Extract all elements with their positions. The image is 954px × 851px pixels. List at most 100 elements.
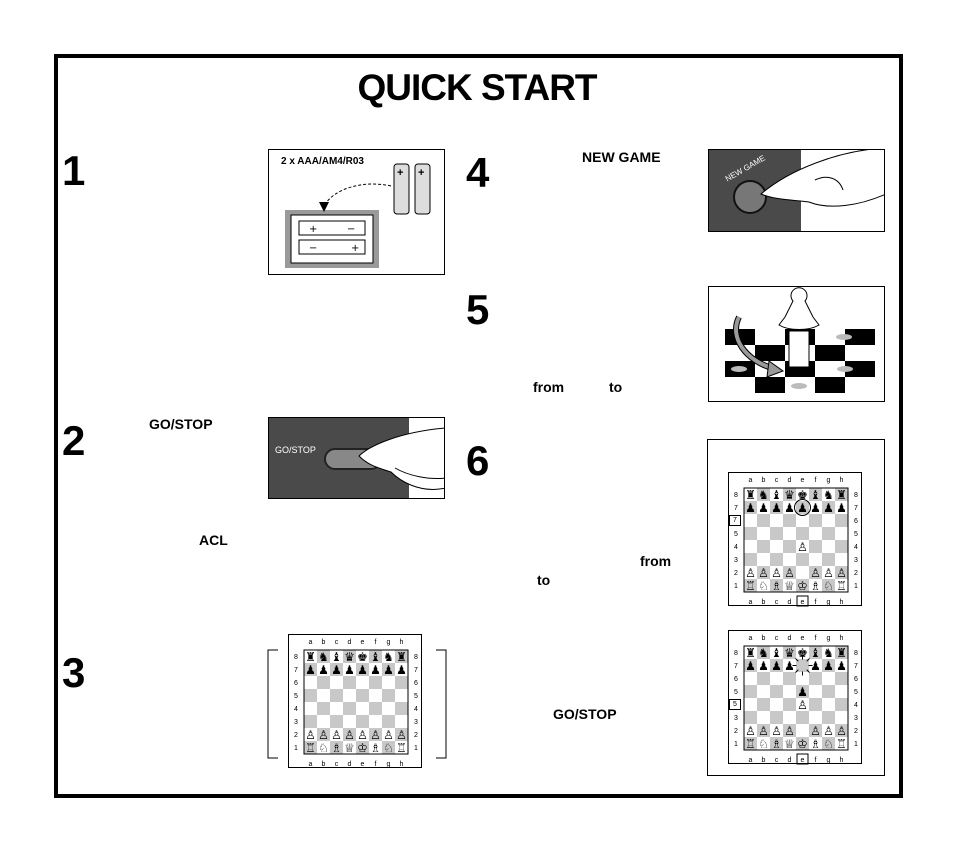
chess-piece: ♖ xyxy=(836,737,847,751)
board-square xyxy=(783,685,796,698)
file-label: h xyxy=(840,757,844,764)
board-square xyxy=(822,659,835,672)
board-square xyxy=(809,514,822,527)
chess-piece: ♔ xyxy=(797,737,808,751)
rank-label: 2 xyxy=(734,728,738,735)
move-ray xyxy=(795,669,799,673)
new-game-button[interactable] xyxy=(733,180,767,214)
finger-press-icon xyxy=(358,427,444,490)
file-label: d xyxy=(348,639,352,646)
board-square xyxy=(317,650,330,663)
chess-piece: ♞ xyxy=(758,488,769,502)
board-square xyxy=(796,514,809,527)
chess-piece: ♘ xyxy=(758,737,769,751)
board-square xyxy=(382,728,395,741)
board-square xyxy=(796,527,809,540)
step-6-number: 6 xyxy=(466,437,490,484)
board-border xyxy=(743,487,849,593)
board-square xyxy=(343,650,356,663)
board-square xyxy=(809,659,822,672)
board-square xyxy=(783,540,796,553)
board-square xyxy=(744,501,757,514)
chess-piece: ♙ xyxy=(823,566,834,580)
board-square xyxy=(304,715,317,728)
file-label: f xyxy=(375,761,377,768)
rank-label: 3 xyxy=(854,557,858,564)
svg-text:+: + xyxy=(418,167,424,179)
board-square xyxy=(317,676,330,689)
board-square xyxy=(356,676,369,689)
page-title: QUICK START xyxy=(357,67,597,108)
board-square xyxy=(744,672,757,685)
board-square xyxy=(343,676,356,689)
rank-label: 6 xyxy=(854,676,858,683)
chess-piece: ♟ xyxy=(396,663,407,677)
board-square xyxy=(783,514,796,527)
chessboard-svg: aabbccddeeffgghh8877665544332211♜♞♝♛♚♝♞♜… xyxy=(734,635,858,765)
chess-piece: ♙ xyxy=(771,566,782,580)
chess-piece: ♘ xyxy=(823,737,834,751)
chess-piece: ♕ xyxy=(784,579,795,593)
chess-piece: ♗ xyxy=(370,741,381,755)
board-square xyxy=(809,501,822,514)
chess-piece: ♜ xyxy=(305,650,316,664)
rank-label: 7 xyxy=(734,663,738,670)
board-square xyxy=(343,728,356,741)
board-square xyxy=(796,685,809,698)
chess-piece: ♟ xyxy=(823,659,834,673)
board-square xyxy=(796,698,809,711)
file-label: c xyxy=(335,639,339,646)
board-square xyxy=(356,715,369,728)
file-label: h xyxy=(840,635,844,642)
chess-piece: ♙ xyxy=(331,728,342,742)
board-square xyxy=(770,646,783,659)
board-square xyxy=(783,501,796,514)
board-square xyxy=(822,553,835,566)
chess-piece: ♟ xyxy=(810,659,821,673)
board-square xyxy=(757,724,770,737)
board-square xyxy=(770,540,783,553)
board-square xyxy=(809,527,822,540)
step-2-number: 2 xyxy=(62,417,86,464)
chess-piece: ♟ xyxy=(784,659,795,673)
chess-piece: ♝ xyxy=(810,646,821,660)
chess-piece: ♗ xyxy=(771,579,782,593)
board-square xyxy=(744,527,757,540)
finger-press-icon xyxy=(760,150,884,207)
file-label: d xyxy=(788,635,792,642)
rank-label: 5 xyxy=(294,693,298,700)
board-square xyxy=(770,711,783,724)
chess-piece: ♝ xyxy=(771,646,782,660)
display-readout: 7 xyxy=(729,515,741,526)
step-6-chessboard-top: aabbccddeeffgghh8877665544332211♜♞♝♛♚♝♞♜… xyxy=(728,472,862,607)
chess-piece: ♘ xyxy=(823,579,834,593)
file-label: c xyxy=(775,635,779,642)
board-square xyxy=(744,514,757,527)
move-piece-illustration xyxy=(708,286,885,402)
board-square xyxy=(757,527,770,540)
file-label: f xyxy=(815,757,817,764)
board-square xyxy=(757,488,770,501)
chess-piece: ♚ xyxy=(357,650,368,664)
board-square xyxy=(744,711,757,724)
file-label: g xyxy=(387,639,391,646)
board-square xyxy=(744,685,757,698)
chess-piece: ♟ xyxy=(784,501,795,515)
file-label: b xyxy=(762,635,766,642)
board-square xyxy=(770,737,783,750)
chess-piece: ♝ xyxy=(370,650,381,664)
file-label: c xyxy=(775,757,779,764)
pawn-move-graphic xyxy=(725,287,875,393)
go-stop-illustration: GO/STOP xyxy=(268,417,445,499)
board-square xyxy=(369,650,382,663)
chess-piece: ♙ xyxy=(823,724,834,738)
board-square xyxy=(770,672,783,685)
keyword-go-stop-step6: GO/STOP xyxy=(553,706,617,722)
board-square xyxy=(304,728,317,741)
file-label: e xyxy=(361,761,365,768)
board-square xyxy=(770,579,783,592)
step-4-number: 4 xyxy=(466,149,490,196)
chess-piece: ♛ xyxy=(784,488,795,502)
chess-piece: ♚ xyxy=(797,488,808,502)
